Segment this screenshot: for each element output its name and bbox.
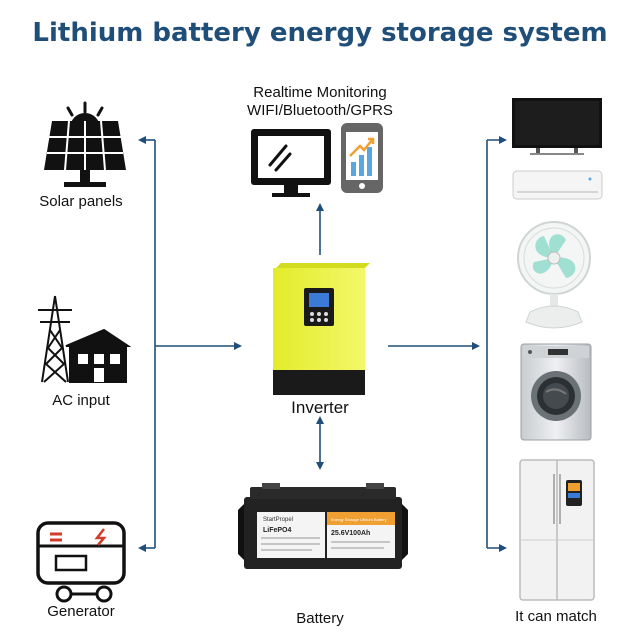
fan-icon (517, 221, 591, 329)
loads-label: It can match (515, 608, 597, 625)
washing-machine-icon (520, 343, 592, 441)
generator-icon (36, 521, 126, 603)
source-label-solar: Solar panels (39, 193, 123, 210)
air-conditioner-icon (512, 170, 603, 200)
battery-spec: 25.6V100Ah (331, 530, 370, 537)
battery-badge: Energy Storage Lithium Battery (331, 517, 387, 522)
power-tower-house-icon (38, 295, 132, 383)
monitor-icon (251, 129, 331, 197)
page-title: Lithium battery energy storage system (32, 18, 608, 48)
inverter-label: Inverter (291, 398, 349, 417)
battery-brand: StartPropel (263, 517, 293, 523)
inverter-device (273, 263, 370, 395)
phone-chart-icon (341, 123, 383, 193)
refrigerator-icon (519, 459, 595, 601)
left-bus-arrows (138, 136, 242, 552)
source-label-ac: AC input (52, 392, 110, 409)
monitoring-line1: Realtime Monitoring (253, 84, 387, 101)
right-bus-arrows (388, 136, 507, 552)
monitoring-label: Realtime Monitoring WIFI/Bluetooth/GPRS (210, 84, 430, 120)
tv-icon (512, 98, 602, 155)
battery-chem: LiFePO4 (263, 527, 292, 534)
monitoring-line2: WIFI/Bluetooth/GPRS (247, 102, 393, 119)
battery-device: StartPropel LiFePO4 Energy Storage Lithi… (238, 483, 408, 569)
battery-label: Battery (296, 610, 344, 627)
source-label-generator: Generator (47, 603, 115, 620)
solar-panel-icon (44, 101, 126, 187)
